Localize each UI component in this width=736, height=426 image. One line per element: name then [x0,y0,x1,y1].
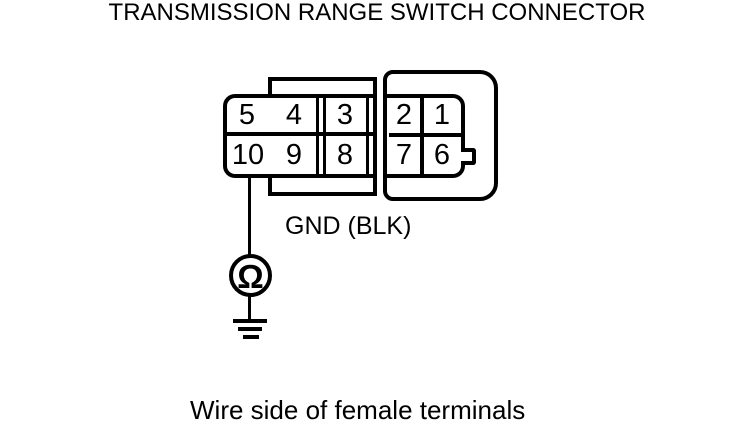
terminal-2: 2 [395,99,413,131]
terminal-4: 4 [285,99,303,131]
grid-line-mid-right [389,133,461,137]
wire-label: GND (BLK) [285,212,412,240]
terminal-5: 5 [238,99,256,131]
grid-line-divider-4-3-a [316,94,319,178]
grid-line-mid-left [227,132,373,136]
connector-left-cavity-block [223,94,272,178]
ground-bar-middle [238,327,262,331]
diagram-title: TRANSMISSION RANGE SWITCH CONNECTOR [108,0,646,26]
terminal-8: 8 [336,139,354,171]
ground-bar-top [233,319,267,323]
terminal-6: 6 [433,139,451,171]
terminal-3: 3 [336,99,354,131]
grid-line-divider-4-3-b [322,94,326,178]
terminal-10: 10 [231,139,265,171]
test-wire-upper-segment [248,177,251,255]
terminal-1: 1 [433,99,451,131]
terminal-9: 9 [285,139,303,171]
grid-line-divider-3-right [366,94,369,178]
test-wire-lower-segment [248,296,251,321]
ohm-symbol: Ω [237,257,264,295]
terminal-7: 7 [395,139,413,171]
ground-bar-bottom [243,335,259,339]
grid-line-divider-2-1 [420,96,424,176]
diagram-caption: Wire side of female terminals [190,395,526,425]
connector-key-tab [461,148,476,165]
ohmmeter-icon: Ω [229,254,272,297]
